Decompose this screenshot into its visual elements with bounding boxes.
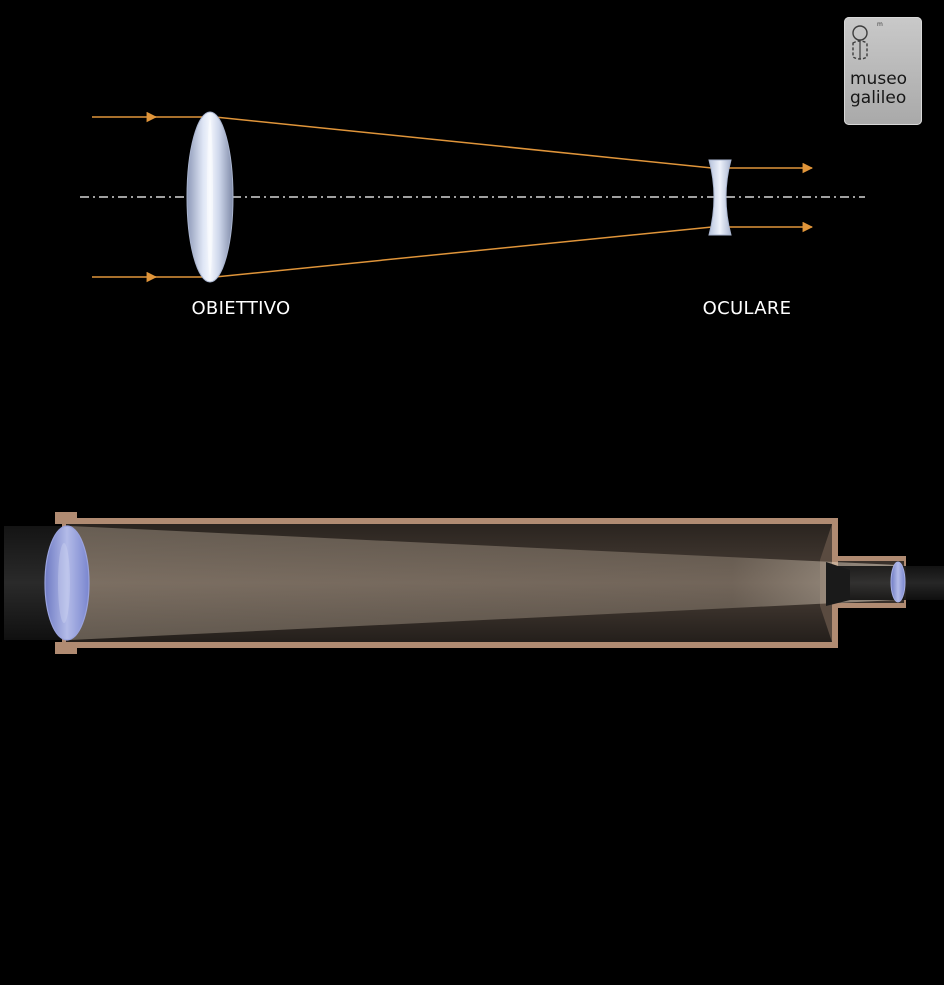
logo-text-museo: museo <box>850 69 908 89</box>
objective-label: OBIETTIVO <box>191 298 290 319</box>
converging-ray-top <box>214 116 713 169</box>
converging-ray-bottom <box>214 226 713 278</box>
eyepiece-label: OCULARE <box>703 298 792 319</box>
tube-objective-lens-highlight <box>58 543 70 623</box>
ray-diagram: OBIETTIVO OCULARE <box>80 111 865 319</box>
objective-lens-highlight <box>207 119 213 275</box>
eyepiece-lens <box>708 159 732 236</box>
tube-eyepiece-lens <box>890 561 906 603</box>
light-cone <box>70 526 898 640</box>
tube-objective-lens <box>44 525 90 641</box>
objective-lens <box>186 111 234 283</box>
museo-galileo-g-logo-icon: m <box>852 21 883 60</box>
museo-galileo-logo: m museo galileo <box>844 17 922 125</box>
logo-text-galileo: galileo <box>850 88 907 108</box>
tube-end-cap <box>832 524 838 642</box>
eyepiece-sleeve-front <box>826 562 850 606</box>
tube-flange-top <box>55 512 77 524</box>
tube-flange-bottom <box>55 642 77 654</box>
telescope-cross-section <box>4 512 944 654</box>
svg-text:m: m <box>877 21 883 28</box>
eyepiece-sleeve <box>830 566 944 600</box>
